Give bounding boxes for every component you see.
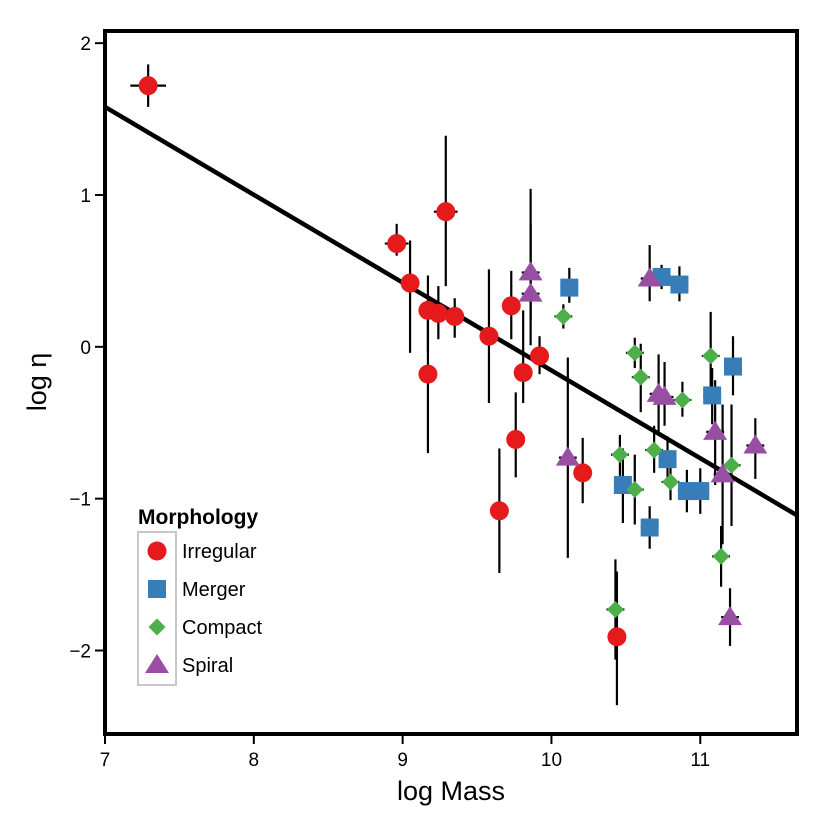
- legend-title: Morphology: [138, 506, 258, 529]
- y-axis: 2 1 0 −1 −2: [69, 34, 103, 662]
- error-bar: [401, 240, 420, 353]
- data-point-irregular: [436, 202, 456, 222]
- data-point-compact: [673, 391, 691, 409]
- x-tick-label: 11: [690, 750, 710, 771]
- legend-marker-spiral: [145, 654, 169, 673]
- data-point-spiral: [518, 282, 543, 302]
- data-point-compact: [662, 473, 680, 491]
- data-point-compact: [712, 547, 730, 565]
- legend-marker-merger: [148, 580, 166, 598]
- x-axis-title: log Mass: [397, 776, 505, 806]
- data-point-compact: [554, 307, 572, 325]
- data-point-irregular: [428, 303, 448, 323]
- data-point-irregular: [573, 463, 593, 483]
- legend-box: [137, 531, 177, 686]
- data-point-irregular: [607, 627, 627, 647]
- data-point-compact: [611, 446, 629, 464]
- data-point-compact: [606, 600, 624, 618]
- data-point-spiral: [743, 434, 768, 454]
- data-point-irregular: [479, 326, 499, 346]
- data-point-spiral: [555, 446, 580, 466]
- data-point-irregular: [387, 234, 407, 254]
- data-point-irregular: [506, 429, 526, 449]
- y-tick-label: 0: [80, 338, 91, 359]
- data-point-merger: [560, 278, 579, 297]
- y-tick-label: 1: [80, 186, 91, 207]
- y-tick-label: −2: [69, 641, 91, 662]
- x-tick-label: 8: [249, 750, 260, 771]
- marker-layer: [138, 76, 768, 647]
- data-point-merger: [658, 450, 677, 469]
- data-point-spiral: [518, 261, 543, 281]
- data-point-spiral: [703, 420, 728, 440]
- data-point-merger: [703, 386, 722, 405]
- data-point-spiral: [652, 385, 677, 405]
- legend-label: Spiral: [182, 655, 233, 677]
- data-point-merger: [691, 482, 710, 501]
- data-point-merger: [670, 275, 689, 294]
- data-point-merger: [724, 357, 743, 376]
- legend-entry-spiral: Spiral: [145, 654, 233, 677]
- x-tick-label: 9: [397, 750, 408, 771]
- data-point-irregular: [513, 363, 533, 383]
- y-axis-title: log η: [22, 353, 52, 412]
- data-point-irregular: [418, 364, 438, 384]
- data-point-irregular: [530, 346, 550, 366]
- data-point-compact: [702, 347, 720, 365]
- plot-frame: [103, 29, 799, 736]
- x-axis: 7 8 9 10 11: [100, 736, 710, 771]
- y-tick-label: −1: [69, 490, 91, 511]
- data-point-irregular: [501, 296, 521, 316]
- legend-marker-irregular: [147, 541, 167, 561]
- data-point-compact: [626, 481, 644, 499]
- legend-label: Compact: [182, 617, 262, 639]
- legend-label: Merger: [182, 579, 246, 601]
- error-bar-layer: [130, 64, 765, 706]
- data-point-irregular: [445, 306, 465, 326]
- legend-label: Irregular: [182, 541, 257, 563]
- data-point-spiral: [637, 267, 662, 287]
- data-point-irregular: [400, 273, 420, 293]
- data-point-compact: [626, 344, 644, 362]
- data-point-merger: [640, 518, 659, 537]
- y-tick-label: 2: [80, 34, 91, 55]
- data-point-spiral: [710, 463, 735, 483]
- legend-entry-compact: Compact: [148, 617, 262, 639]
- x-tick-label: 7: [100, 750, 111, 771]
- error-bar: [419, 319, 437, 454]
- x-tick-label: 10: [541, 750, 562, 771]
- data-point-compact: [632, 368, 650, 386]
- legend-entry-merger: Merger: [148, 579, 246, 601]
- data-point-compact: [645, 441, 663, 459]
- data-point-compact: [723, 456, 741, 474]
- legend-entry-irregular: Irregular: [147, 541, 257, 563]
- data-point-spiral: [718, 606, 743, 626]
- data-point-irregular: [138, 76, 158, 96]
- legend-marker-compact: [148, 618, 166, 636]
- data-point-irregular: [489, 501, 509, 521]
